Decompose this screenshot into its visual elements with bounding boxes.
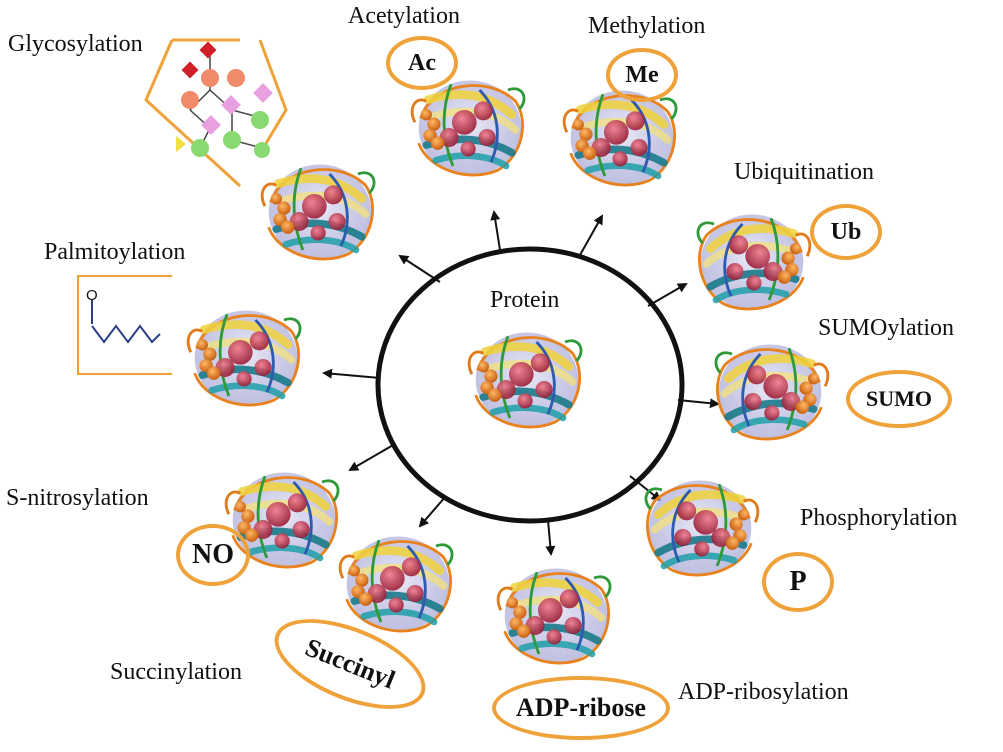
label-acetylation: Acetylation <box>348 3 460 29</box>
protein-ubiquitination <box>698 215 810 310</box>
glycan-red-square-1 <box>199 41 217 59</box>
center-label: Protein <box>490 287 560 313</box>
protein-glycosylation <box>262 165 374 260</box>
tag-acetylation: Ac <box>386 36 458 90</box>
label-succinylation: Succinylation <box>110 659 242 685</box>
label-adp-ribosylation: ADP-ribosylation <box>678 679 849 705</box>
protein-sumoylation <box>716 345 828 440</box>
arrow-ubiquitination <box>647 282 688 307</box>
label-palmitoylation: Palmitoylation <box>44 239 186 265</box>
protein-palmitoylation <box>188 311 300 406</box>
arrows <box>322 210 720 556</box>
arrow-methylation <box>579 214 603 256</box>
palmitoyl-carbonyl-o: O <box>86 287 98 304</box>
arrow-succinylation <box>418 495 447 528</box>
glycan-yellow <box>176 136 186 152</box>
tag-sumoylation: SUMO <box>846 370 952 428</box>
tag-s-nitrosylation: NO <box>176 524 250 586</box>
arrow-adp-ribosylation <box>545 519 556 556</box>
glycan-green-1 <box>251 111 269 129</box>
arrow-sumoylation <box>677 398 720 409</box>
glycan-box <box>144 38 288 188</box>
glycan-green-2 <box>223 131 241 149</box>
label-sumoylation: SUMOylation <box>818 315 955 341</box>
arrow-phosphorylation <box>629 475 662 502</box>
glycan-salmon-1 <box>201 69 219 87</box>
label-phosphorylation: Phosphorylation <box>800 505 958 531</box>
protein-succinylation <box>340 537 452 632</box>
glycan-salmon-2 <box>227 69 245 87</box>
tag-ubiquitination: Ub <box>810 204 882 260</box>
tag-methylation: Me <box>606 48 678 102</box>
protein-adp-ribosylation <box>498 569 610 664</box>
label-methylation: Methylation <box>588 13 706 39</box>
protein-methylation <box>564 91 676 186</box>
arrow-glycosylation <box>398 254 441 283</box>
tag-phosphorylation: P <box>762 552 834 612</box>
glycan-green-4 <box>254 142 270 158</box>
protein-phosphorylation <box>646 481 758 576</box>
arrow-s-nitrosylation <box>348 443 396 472</box>
arrow-palmitoylation <box>322 368 381 379</box>
glycan-pink-1 <box>221 95 241 115</box>
arrow-acetylation <box>490 210 501 251</box>
label-ubiquitination: Ubiquitination <box>734 159 874 185</box>
tag-adp-ribosylation: ADP-ribose <box>492 676 670 740</box>
glycan-pink-2 <box>253 83 273 103</box>
palmitoyl-box: O <box>77 275 172 375</box>
glycan-green-3 <box>191 139 209 157</box>
label-glycosylation: Glycosylation <box>8 31 143 57</box>
glycan-red-square-2 <box>181 61 199 79</box>
glycan-salmon-3 <box>181 91 199 109</box>
glycan-pink-3 <box>201 115 221 135</box>
protein-acetylation <box>412 81 524 176</box>
label-s-nitrosylation: S-nitrosylation <box>6 485 149 511</box>
